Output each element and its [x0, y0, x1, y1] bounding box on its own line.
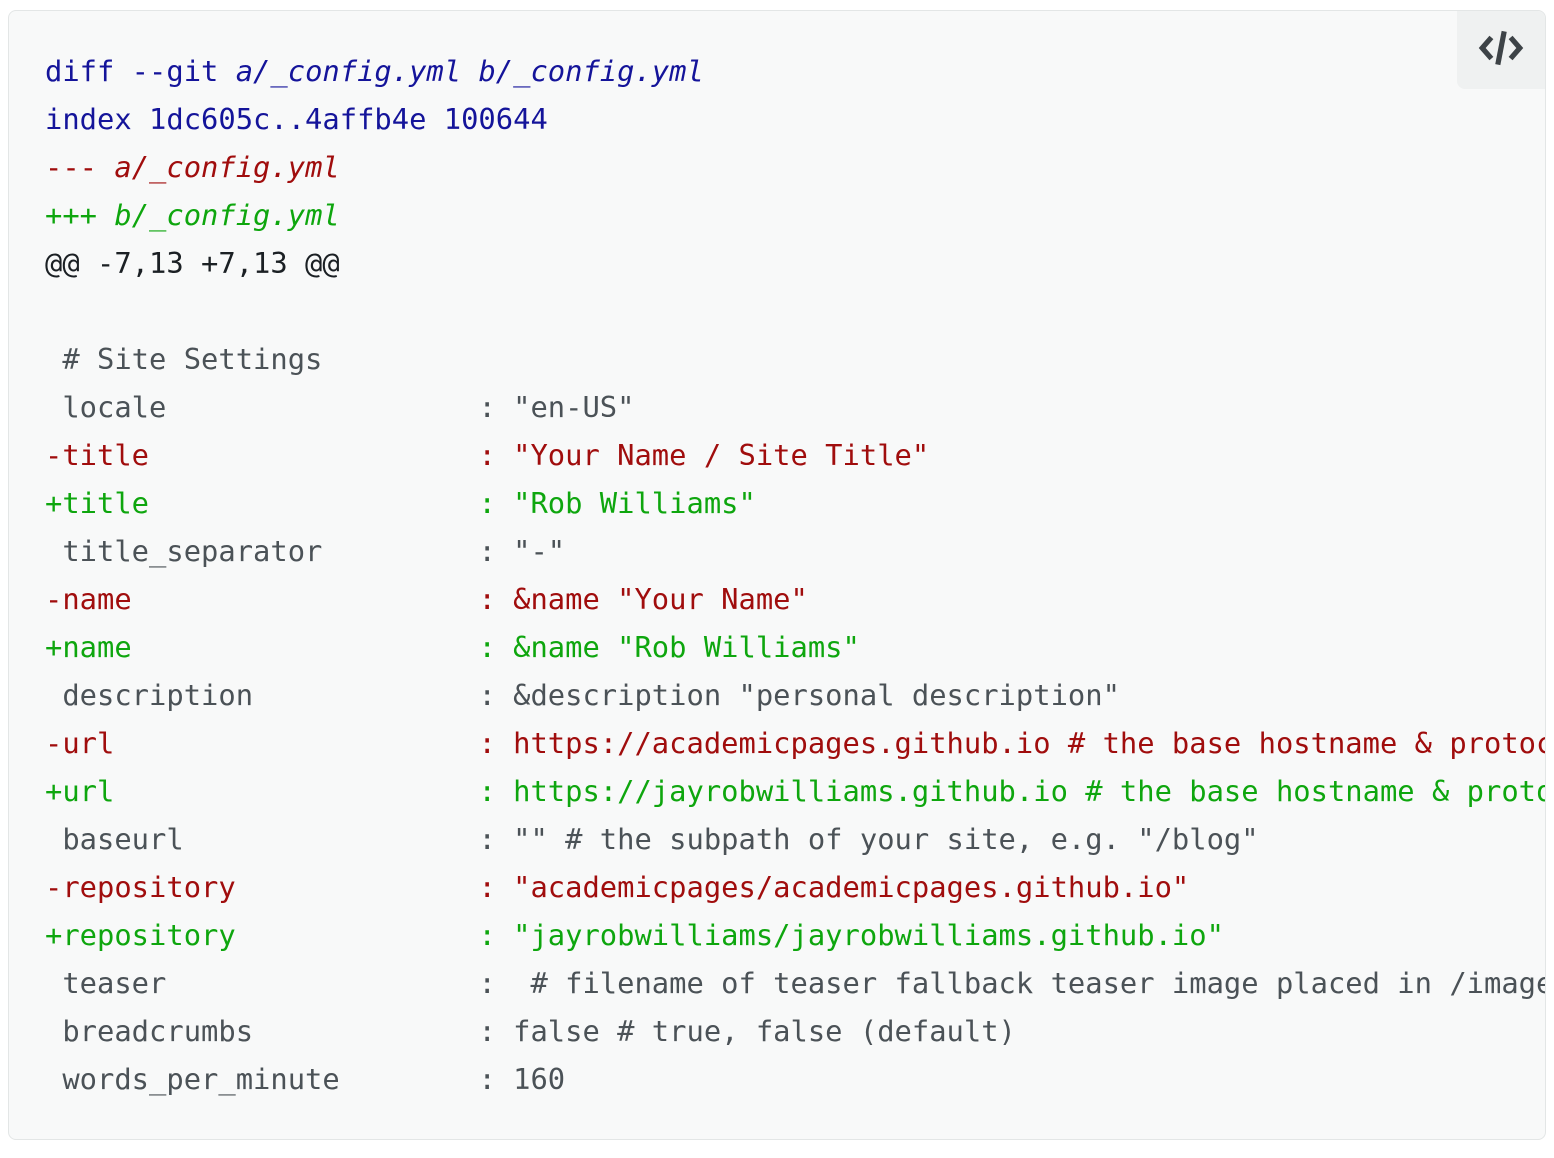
code-line-blank [45, 287, 1509, 335]
code-line-context: teaser : # filename of teaser fallback t… [45, 966, 1545, 1000]
code-line-add: +++ b/_config.yml [45, 198, 340, 232]
code-line-del: -title : "Your Name / Site Title" [45, 438, 930, 472]
code-line-context: title_separator : "-" [45, 534, 566, 568]
code-line-context: baseurl : "" # the subpath of your site,… [45, 822, 1259, 856]
code-line-del: -url : https://academicpages.github.io #… [45, 726, 1545, 760]
code-line-context: words_per_minute : 160 [45, 1062, 566, 1096]
code-line-add: +url : https://jayrobwilliams.github.io … [45, 774, 1545, 808]
code-line-context: locale : "en-US" [45, 390, 635, 424]
code-line-del: --- a/_config.yml [45, 150, 340, 184]
code-icon [1477, 27, 1525, 73]
code-line-context: breadcrumbs : false # true, false (defau… [45, 1014, 1016, 1048]
code-line-meta: diff --git a/_config.yml b/_config.yml [45, 54, 704, 88]
code-language-badge [1457, 11, 1545, 89]
code-line-add: +title : "Rob Williams" [45, 486, 756, 520]
code-line-context: # Site Settings [45, 342, 323, 376]
code-line-del: -name : &name "Your Name" [45, 582, 808, 616]
code-line-context: description : &description "personal des… [45, 678, 1120, 712]
code-line-add: +repository : "jayrobwilliams/jayrobwill… [45, 918, 1224, 952]
code-line-hunk: @@ -7,13 +7,13 @@ [45, 246, 340, 280]
code-line-add: +name : &name "Rob Williams" [45, 630, 860, 664]
code-line-meta: index 1dc605c..4affb4e 100644 [45, 102, 548, 136]
code-line-del: -repository : "academicpages/academicpag… [45, 870, 1190, 904]
